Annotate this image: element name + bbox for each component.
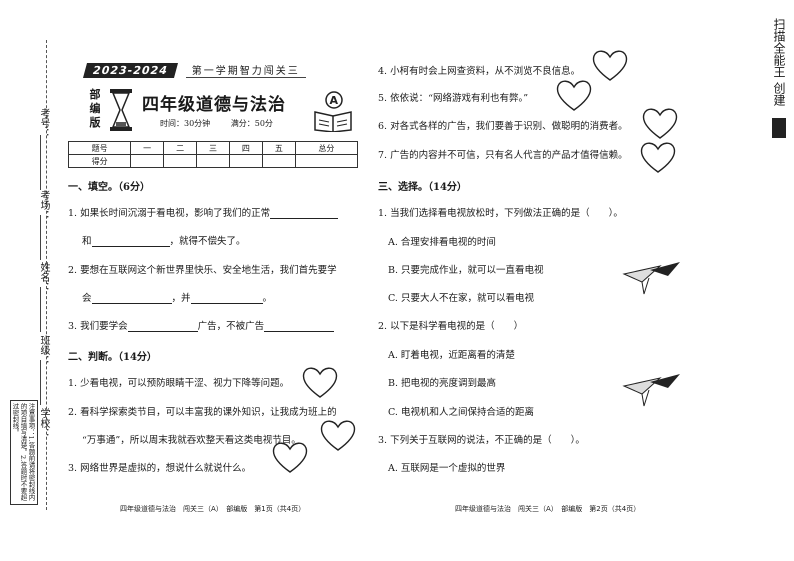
question-choice-1: 1. 当我们选择看电视放松时，下列做法正确的是（ ）。 [378,208,623,219]
header-banner: 2023-2024 第一学期智力闯关三 [82,62,306,78]
question-judge-1: 1. 少看电视，可以预防眼睛干涩、视力下降等问题。 [68,378,290,389]
binding-strip: 考号： 考场： 姓名： 班级： 学校： 注意事项：1.答题前请将密封线内的项目填… [0,0,60,561]
answer-blank[interactable] [264,321,335,332]
question-text: ，就得不偿失了。 [169,236,246,247]
question-judge-2b: “万事通”，所以周末我就吞欢整天看这类电视节目。 [82,435,301,446]
question-text: 和 [82,236,92,247]
exam-room-line [40,215,41,260]
question-judge-7: 7. 广告的内容并不可信，只有名人代言的产品才值得信赖。 [378,150,628,161]
table-cell: 四 [228,141,263,155]
school-label: 学校： [38,408,49,438]
scanner-watermark: 扫描全能王 创建 [772,18,786,106]
school-year: 2023-2024 [82,62,178,78]
question-fill-1b: 和 ，就得不偿失了。 [82,233,246,247]
heart-icon[interactable] [318,418,358,452]
exam-number-line [40,135,41,190]
score-cell[interactable] [163,154,198,168]
paper-plane-icon [622,374,680,407]
table-cell: 总分 [294,141,359,155]
score-cell[interactable] [130,154,165,168]
exam-number-label: 考号： [38,108,49,138]
question-fill-2a: 2. 要想在互联网这个新世界里快乐、安全地生活，我们首先要学 [68,265,337,276]
name-line [40,287,41,332]
question-judge-6: 6. 对各式各样的广告，我们要善于识别、做聪明的消费者。 [378,121,628,132]
answer-blank[interactable] [127,321,198,332]
choice-option[interactable]: B. 把电视的亮度调到最高 [388,378,497,389]
question-text: 广告，不被广告 [197,321,265,332]
choice-option[interactable]: C. 只要大人不在家，就可以看电视 [388,293,534,304]
score-cell[interactable] [228,154,263,168]
score-table: 题号 一 二 三 四 五 总分 得分 [67,141,359,168]
table-cell: 题号 [67,141,132,155]
table-cell: 三 [196,141,230,155]
score-cell[interactable] [294,154,359,168]
notes-box: 注意事项：1.答题前请将密封线内的项目填写清楚。2.答题时不要超过密封线。 [10,400,38,505]
full-score: 满分：50分 [230,119,273,128]
question-fill-1a: 1. 如果长时间沉溺于看电视，影响了我们的正常 [68,205,339,219]
answer-blank[interactable] [190,293,263,304]
choice-option[interactable]: A. 合理安排看电视的时间 [388,237,496,248]
name-label: 姓名： [38,262,49,292]
section-fill-in-title: 一、填空。（6分） [68,182,150,193]
score-cell[interactable] [196,154,230,168]
question-text: ，并 [171,293,191,304]
heart-icon[interactable] [590,48,630,82]
time-limit: 时间：30分钟 [160,119,211,128]
exam-meta: 时间：30分钟 满分：50分 [160,118,273,129]
edition-label: 部编版 [89,88,101,129]
answer-blank[interactable] [270,208,339,219]
choice-option[interactable]: B. 只要完成作业，就可以一直看电视 [388,265,544,276]
question-choice-2: 2. 以下是科学看电视的是（ ） [378,321,524,332]
question-text: 3. 我们要学会 [68,321,128,332]
question-judge-2a: 2. 看科学探索类节目，可以丰富我的课外知识，让我成为班上的 [68,407,337,418]
question-text: 。 [262,293,273,304]
answer-blank[interactable] [91,293,172,304]
heart-icon[interactable] [270,440,310,474]
seal-line [46,40,47,510]
exam-room-label: 考场： [38,190,49,220]
heart-icon[interactable] [300,365,340,399]
class-line [40,360,41,405]
svg-text:A: A [330,94,339,107]
heart-icon[interactable] [638,140,678,174]
question-judge-5: 5. 依依说：“网络游戏有利也有弊。” [378,93,529,104]
score-table-header-row: 题号 一 二 三 四 五 总分 [67,141,359,155]
scanner-logo-icon [772,118,786,138]
choice-option[interactable]: A. 盯着电视，近距离看的清楚 [388,350,515,361]
page-title: 四年级道德与法治 [142,95,286,115]
page-footer-right: 四年级道德与法治 闯关三（A） 部编版 第2页（共4页） [455,505,641,513]
page-footer-left: 四年级道德与法治 闯关三（A） 部编版 第1页（共4页） [120,505,306,513]
class-label: 班级： [38,335,49,365]
book-icon: A [312,90,354,136]
heart-icon[interactable] [554,78,594,112]
table-cell: 一 [130,141,165,155]
section-choice-title: 三、选择。（14分） [378,182,467,193]
table-cell: 五 [261,141,296,155]
question-choice-3: 3. 下列关于互联网的说法，不正确的是（ ）。 [378,435,585,446]
question-judge-4: 4. 小柯有时会上网查资料，从不浏览不良信息。 [378,66,581,77]
question-fill-3: 3. 我们要学会 广告，不被广告 [68,318,335,332]
table-cell: 得分 [67,154,132,168]
question-fill-2b: 会 ，并 。 [82,290,272,304]
heart-icon[interactable] [640,106,680,140]
score-cell[interactable] [261,154,296,168]
question-text: 会 [82,293,92,304]
table-cell: 二 [163,141,198,155]
paper-plane-icon [622,262,680,295]
exam-subtitle: 第一学期智力闯关三 [185,62,306,78]
choice-option[interactable]: A. 互联网是一个虚拟的世界 [388,463,506,474]
answer-blank[interactable] [91,236,170,247]
score-table-score-row: 得分 [67,154,359,168]
question-text: 1. 如果长时间沉溺于看电视，影响了我们的正常 [68,208,271,219]
choice-option[interactable]: C. 电视机和人之间保持合适的距离 [388,407,534,418]
section-judge-title: 二、判断。（14分） [68,352,157,363]
question-judge-3: 3. 网络世界是虚拟的，想说什么就说什么。 [68,463,252,474]
hourglass-icon [108,88,134,136]
